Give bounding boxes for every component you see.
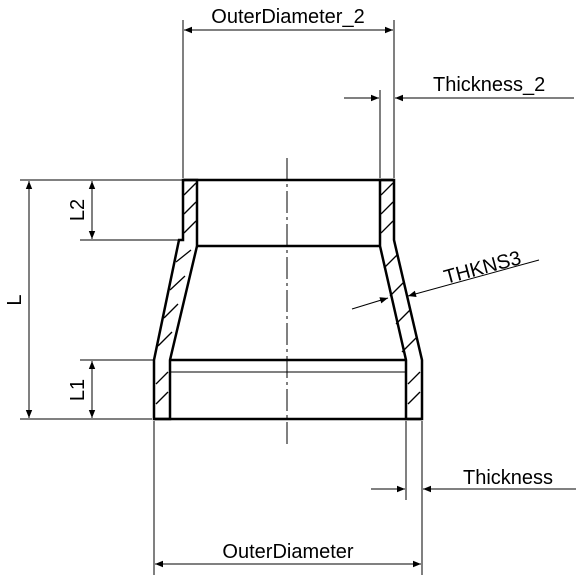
thickness-label: Thickness: [463, 467, 553, 489]
left-wall-hatching: [155, 182, 197, 405]
thickness-2-label: Thickness_2: [433, 74, 545, 96]
length-1-label: L1: [67, 379, 89, 401]
outer-diameter-2-label: OuterDiameter_2: [211, 6, 364, 28]
thickness-dimension: Thickness: [371, 421, 576, 575]
thkns3-label: THKNS3: [442, 247, 524, 289]
length-label: L: [4, 294, 26, 305]
outer-diameter-dimension: OuterDiameter: [153, 421, 421, 575]
thickness-2-dimension: Thickness_2: [344, 74, 574, 178]
length-1-dimension: L1: [67, 359, 153, 418]
right-wall: [378, 178, 424, 421]
length-2-dimension: L2: [67, 181, 179, 241]
thkns3-dimension: THKNS3: [351, 247, 540, 310]
outer-diameter-2-dimension: OuterDiameter_2: [182, 6, 395, 178]
left-wall: [152, 178, 199, 421]
length-dimension: L: [4, 179, 182, 420]
length-2-label: L2: [67, 199, 89, 221]
outer-diameter-label: OuterDiameter: [222, 541, 353, 563]
right-wall-hatching: [380, 182, 421, 405]
